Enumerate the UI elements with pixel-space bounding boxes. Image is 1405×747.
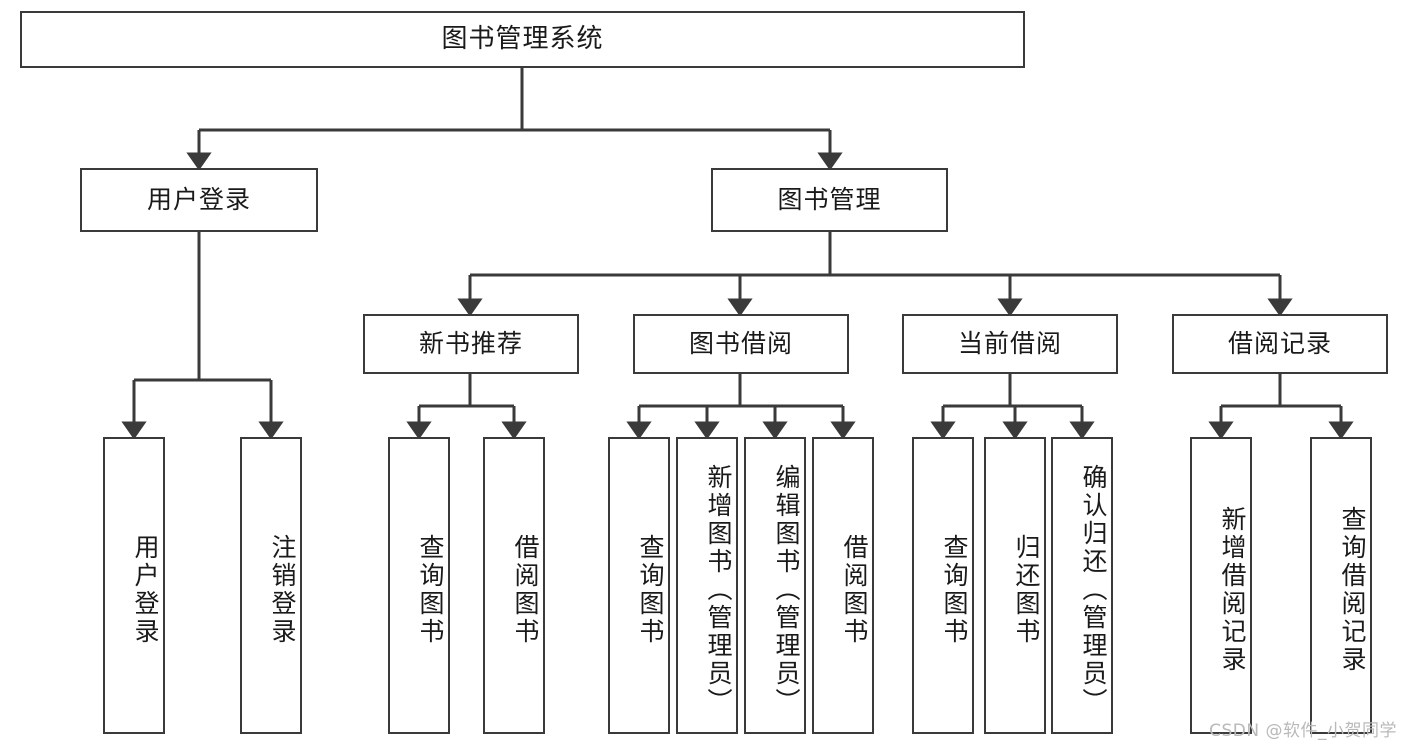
node-leaf-add-record[interactable]: 新增借阅记录 xyxy=(1190,437,1252,734)
node-current-borrow[interactable]: 当前借阅 xyxy=(902,314,1118,374)
node-leaf-borrow-book-2-label: 借阅图书 xyxy=(840,533,869,646)
node-leaf-borrow-book-2[interactable]: 借阅图书 xyxy=(812,437,874,734)
node-user-login[interactable]: 用户登录 xyxy=(80,168,318,232)
node-leaf-confirm-return[interactable]: 确认归还（管理员） xyxy=(1051,437,1113,734)
node-leaf-user-login[interactable]: 用户登录 xyxy=(103,437,165,734)
node-new-book-recommend-label: 新书推荐 xyxy=(418,329,523,358)
node-user-login-label: 用户登录 xyxy=(146,185,251,214)
node-leaf-query-book-3-label: 查询图书 xyxy=(940,533,969,646)
node-leaf-borrow-book-1-label: 借阅图书 xyxy=(511,533,540,646)
node-book-borrow-label: 图书借阅 xyxy=(688,329,793,358)
node-leaf-query-record[interactable]: 查询借阅记录 xyxy=(1310,437,1372,734)
node-leaf-query-book-2[interactable]: 查询图书 xyxy=(608,437,670,734)
node-leaf-user-login-label: 用户登录 xyxy=(131,533,160,646)
watermark-text: CSDN @软件_小贺同学 xyxy=(1209,721,1397,741)
node-new-book-recommend[interactable]: 新书推荐 xyxy=(363,314,579,374)
node-leaf-query-record-label: 查询借阅记录 xyxy=(1338,505,1367,674)
node-leaf-user-logout[interactable]: 注销登录 xyxy=(240,437,302,734)
node-leaf-add-book[interactable]: 新增图书（管理员） xyxy=(676,437,738,734)
node-leaf-edit-book-label: 编辑图书（管理员） xyxy=(772,463,801,716)
node-leaf-query-book-3[interactable]: 查询图书 xyxy=(912,437,974,734)
node-leaf-query-book-2-label: 查询图书 xyxy=(636,533,665,646)
node-book-manage[interactable]: 图书管理 xyxy=(711,168,948,232)
node-root-label: 图书管理系统 xyxy=(441,23,604,54)
node-borrow-record[interactable]: 借阅记录 xyxy=(1172,314,1388,374)
node-leaf-query-book-1-label: 查询图书 xyxy=(416,533,445,646)
node-leaf-borrow-book-1[interactable]: 借阅图书 xyxy=(483,437,545,734)
node-leaf-query-book-1[interactable]: 查询图书 xyxy=(388,437,450,734)
node-leaf-return-book-label: 归还图书 xyxy=(1012,533,1041,646)
node-leaf-add-record-label: 新增借阅记录 xyxy=(1218,505,1247,674)
node-leaf-return-book[interactable]: 归还图书 xyxy=(984,437,1046,734)
node-root[interactable]: 图书管理系统 xyxy=(20,11,1025,68)
node-book-borrow[interactable]: 图书借阅 xyxy=(633,314,849,374)
node-borrow-record-label: 借阅记录 xyxy=(1227,329,1332,358)
node-leaf-confirm-return-label: 确认归还（管理员） xyxy=(1079,463,1108,716)
node-book-manage-label: 图书管理 xyxy=(777,185,882,214)
node-leaf-user-logout-label: 注销登录 xyxy=(268,533,297,646)
node-leaf-add-book-label: 新增图书（管理员） xyxy=(704,463,733,716)
node-leaf-edit-book[interactable]: 编辑图书（管理员） xyxy=(744,437,806,734)
node-current-borrow-label: 当前借阅 xyxy=(957,329,1062,358)
